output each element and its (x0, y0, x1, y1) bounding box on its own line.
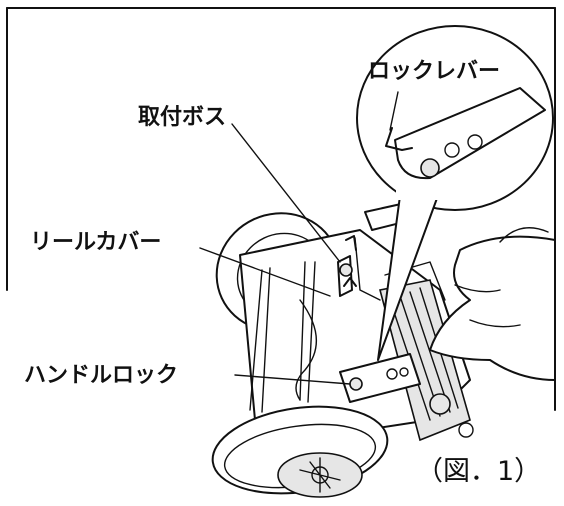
lock-lever-callout (356, 25, 554, 361)
front-wheel (211, 405, 389, 498)
leader-lines (199, 91, 399, 385)
lock-lever-detail (385, 87, 546, 180)
reel-cover-label: リールカバー (30, 230, 161, 255)
figure-caption: （図．1） (416, 456, 541, 487)
mounting-boss-label: 取付ボス (138, 105, 226, 130)
handle-lock-part (339, 353, 421, 403)
handle-lock-label: ハンドルロック (24, 363, 178, 388)
lock-lever-label: ロックレバー (368, 59, 500, 84)
mounting-boss (337, 235, 357, 297)
lawn-mower-illustration (211, 201, 556, 498)
